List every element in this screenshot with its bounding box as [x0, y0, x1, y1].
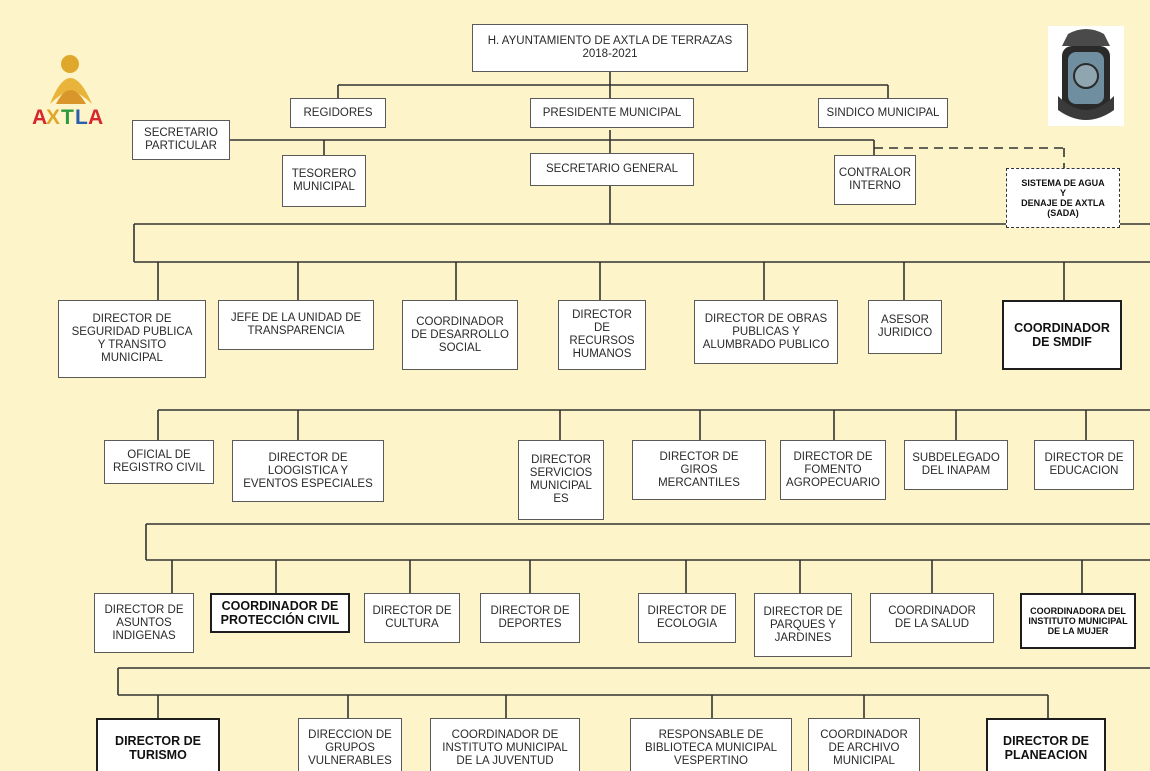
node-presidente-municipal: PRESIDENTE MUNICIPAL — [530, 98, 694, 128]
axtla-emblem-icon: A X T L A — [32, 55, 103, 129]
svg-text:X: X — [46, 106, 60, 129]
svg-text:A: A — [32, 106, 47, 129]
node-director-turismo: DIRECTOR DE TURISMO — [96, 718, 220, 771]
node-responsable-biblioteca: RESPONSABLE DE BIBLIOTECA MUNICIPAL VESP… — [630, 718, 792, 771]
node-director-deportes: DIRECTOR DE DEPORTES — [480, 593, 580, 643]
node-secretario-particular: SECRETARIO PARTICULAR — [132, 120, 230, 160]
node-director-logistica: DIRECTOR DE LOOGISTICA Y EVENTOS ESPECIA… — [232, 440, 384, 502]
svg-text:L: L — [75, 106, 88, 129]
node-coordinador-smdif: COORDINADOR DE SMDIF — [1002, 300, 1122, 370]
node-asesor-juridico: ASESOR JURIDICO — [868, 300, 942, 354]
node-director-giros-mercantiles: DIRECTOR DE GIROS MERCANTILES — [632, 440, 766, 500]
node-coordinador-desarrollo-social: COORDINADOR DE DESARROLLO SOCIAL — [402, 300, 518, 370]
svg-text:A: A — [88, 106, 103, 129]
node-sada: SISTEMA DE AGUA Y DENAJE DE AXTLA (SADA) — [1006, 168, 1120, 228]
node-ayuntamiento: H. AYUNTAMIENTO DE AXTLA DE TERRAZAS 201… — [472, 24, 748, 72]
node-director-fomento-agropecuario: DIRECTOR DE FOMENTO AGROPECUARIO — [780, 440, 886, 500]
node-director-educacion: DIRECTOR DE EDUCACION — [1034, 440, 1134, 490]
node-subdelegado-inapam: SUBDELEGADO DEL INAPAM — [904, 440, 1008, 490]
svg-text:T: T — [61, 106, 74, 129]
node-secretario-general: SECRETARIO GENERAL — [530, 153, 694, 186]
node-director-asuntos-indigenas: DIRECTOR DE ASUNTOS INDIGENAS — [94, 593, 194, 653]
node-director-cultura: DIRECTOR DE CULTURA — [364, 593, 460, 643]
node-director-parques-jardines: DIRECTOR DE PARQUES Y JARDINES — [754, 593, 852, 657]
node-director-obras-publicas: DIRECTOR DE OBRAS PUBLICAS Y ALUMBRADO P… — [694, 300, 838, 364]
node-contralor-interno: CONTRALOR INTERNO — [834, 155, 916, 205]
node-direccion-grupos-vulnerables: DIRECCION DE GRUPOS VULNERABLES — [298, 718, 402, 771]
node-director-ecologia: DIRECTOR DE ECOLOGIA — [638, 593, 736, 643]
node-coordinador-proteccion-civil: COORDINADOR DE PROTECCIÓN CIVIL — [210, 593, 350, 633]
node-coordinador-archivo-municipal: COORDINADOR DE ARCHIVO MUNICIPAL — [808, 718, 920, 771]
node-coordinadora-instituto-mujer: COORDINADORA DEL INSTITUTO MUNICIPAL DE … — [1020, 593, 1136, 649]
node-director-recursos-humanos: DIRECTOR DE RECURSOS HUMANOS — [558, 300, 646, 370]
node-regidores: REGIDORES — [290, 98, 386, 128]
node-jefe-transparencia: JEFE DE LA UNIDAD DE TRANSPARENCIA — [218, 300, 374, 350]
node-tesorero-municipal: TESORERO MUNICIPAL — [282, 155, 366, 207]
node-director-servicios-municipales: DIRECTOR SERVICIOS MUNICIPAL ES — [518, 440, 604, 520]
node-sindico-municipal: SINDICO MUNICIPAL — [818, 98, 948, 128]
node-director-seguridad-publica: DIRECTOR DE SEGURIDAD PUBLICA Y TRANSITO… — [58, 300, 206, 378]
axtla-logo: A X T L A — [30, 32, 130, 142]
node-oficial-registro-civil: OFICIAL DE REGISTRO CIVIL — [104, 440, 214, 484]
node-coordinador-instituto-juventud: COORDINADOR DE INSTITUTO MUNICIPAL DE LA… — [430, 718, 580, 771]
node-director-planeacion: DIRECTOR DE PLANEACION — [986, 718, 1106, 771]
node-coordinador-salud: COORDINADOR DE LA SALUD — [870, 593, 994, 643]
municipal-seal-icon — [1048, 26, 1124, 126]
